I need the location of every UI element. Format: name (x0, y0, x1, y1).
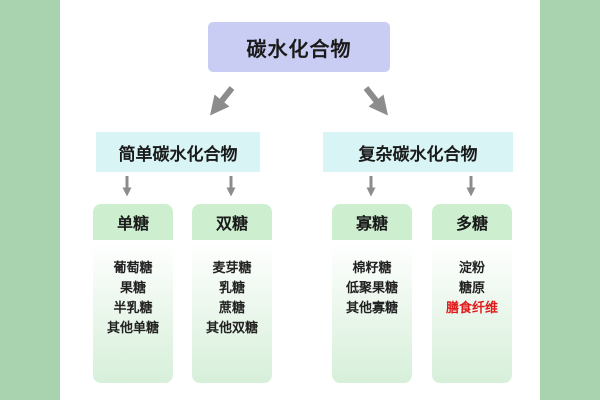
list-item: 蔗糖 (218, 301, 245, 316)
list-item: 其他双糖 (205, 321, 258, 336)
card-body: 淀粉 糖原 膳食纤维 (432, 243, 512, 383)
card-label: 单糖 (116, 214, 149, 233)
arrow-root-to-complex (363, 86, 388, 116)
group-simple: 简单碳水化合物 (96, 132, 260, 172)
list-item: 低聚果糖 (345, 281, 398, 296)
list-item: 淀粉 (458, 261, 485, 276)
list-item: 其他寡糖 (345, 301, 398, 316)
list-item: 糖原 (458, 281, 485, 296)
card-label: 多糖 (455, 214, 488, 233)
list-item-highlight: 膳食纤维 (445, 301, 498, 316)
card-monosaccharide: 单糖 葡萄糖 果糖 半乳糖 其他单糖 (93, 204, 173, 383)
group-complex-label: 复杂碳水化合物 (358, 144, 478, 165)
list-item: 棉籽糖 (352, 261, 392, 276)
arrow-root-to-simple (210, 86, 235, 116)
card-body: 葡萄糖 果糖 半乳糖 其他单糖 (93, 243, 173, 383)
card-body: 棉籽糖 低聚果糖 其他寡糖 (332, 243, 412, 383)
group-complex: 复杂碳水化合物 (323, 132, 513, 172)
card-polysaccharide: 多糖 淀粉 糖原 膳食纤维 (432, 204, 512, 383)
list-item: 果糖 (119, 281, 146, 296)
card-head: 寡糖 (332, 204, 412, 240)
list-item: 葡萄糖 (113, 261, 153, 276)
card-label: 寡糖 (355, 214, 388, 233)
list-item: 半乳糖 (113, 301, 153, 316)
root-node: 碳水化合物 (208, 22, 390, 72)
card-disaccharide: 双糖 麦芽糖 乳糖 蔗糖 其他双糖 (192, 204, 272, 383)
card-head: 多糖 (432, 204, 512, 240)
card-head: 单糖 (93, 204, 173, 240)
list-item: 乳糖 (218, 281, 245, 296)
group-simple-label: 简单碳水化合物 (118, 144, 238, 165)
card-label: 双糖 (215, 214, 248, 233)
card-head: 双糖 (192, 204, 272, 240)
root-label: 碳水化合物 (246, 36, 352, 61)
card-oligosaccharide: 寡糖 棉籽糖 低聚果糖 其他寡糖 (332, 204, 412, 383)
list-item: 其他单糖 (106, 321, 159, 336)
card-body: 麦芽糖 乳糖 蔗糖 其他双糖 (192, 243, 272, 383)
list-item: 麦芽糖 (212, 261, 252, 276)
